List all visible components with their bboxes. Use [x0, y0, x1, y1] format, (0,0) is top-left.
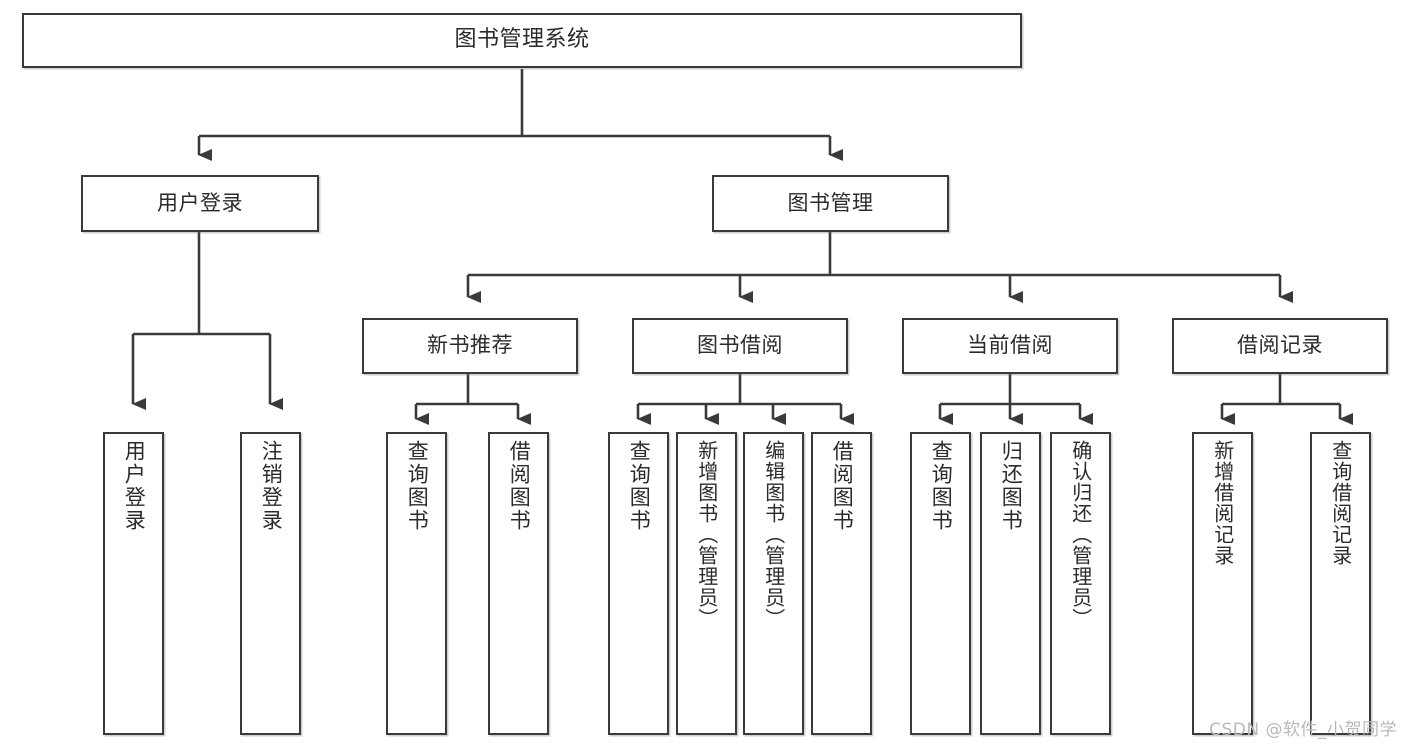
leaf-query-book-recommend[interactable]: 查询图书: [386, 432, 447, 735]
node-label: 归还图书: [999, 440, 1024, 532]
node-label: 查询借阅记录: [1328, 440, 1353, 566]
node-new-book-recommend[interactable]: 新书推荐: [362, 318, 578, 374]
leaf-user-login[interactable]: 用户登录: [103, 432, 164, 735]
leaf-query-book-borrow[interactable]: 查询图书: [608, 432, 669, 735]
csdn-watermark: CSDN @软件_小贺同学: [1209, 720, 1397, 740]
node-label: 确认归还（管理员）: [1068, 440, 1093, 629]
leaf-borrow-book[interactable]: 借阅图书: [811, 432, 872, 735]
leaf-add-borrow-record[interactable]: 新增借阅记录: [1192, 432, 1253, 735]
node-current-borrow[interactable]: 当前借阅: [902, 318, 1118, 374]
node-label: 新增借阅记录: [1210, 440, 1235, 566]
node-book-borrow[interactable]: 图书借阅: [632, 318, 848, 374]
leaf-edit-book-admin[interactable]: 编辑图书（管理员）: [743, 432, 804, 735]
node-label: 查询图书: [627, 440, 652, 532]
node-label: 编辑图书（管理员）: [761, 440, 786, 629]
leaf-return-book[interactable]: 归还图书: [980, 432, 1041, 735]
leaf-logout[interactable]: 注销登录: [240, 432, 301, 735]
node-label: 图书借阅: [697, 333, 783, 358]
node-label: 新书推荐: [427, 333, 513, 358]
leaf-add-book-admin[interactable]: 新增图书（管理员）: [676, 432, 737, 735]
node-borrow-records[interactable]: 借阅记录: [1172, 318, 1388, 374]
node-label: 用户登录: [122, 440, 147, 532]
node-label: 查询图书: [929, 440, 954, 532]
node-label: 借阅图书: [507, 440, 532, 532]
node-label: 用户登录: [157, 190, 243, 215]
node-label: 查询图书: [405, 440, 430, 532]
node-label: 新增图书（管理员）: [694, 440, 719, 629]
leaf-query-borrow-record[interactable]: 查询借阅记录: [1310, 432, 1371, 735]
node-user-login[interactable]: 用户登录: [81, 175, 319, 232]
node-label: 注销登录: [259, 440, 284, 532]
node-book-management[interactable]: 图书管理: [712, 175, 949, 232]
leaf-borrow-book-recommend[interactable]: 借阅图书: [488, 432, 549, 735]
leaf-confirm-return-admin[interactable]: 确认归还（管理员）: [1050, 432, 1111, 735]
node-label: 借阅图书: [830, 440, 855, 532]
node-root-system[interactable]: 图书管理系统: [22, 13, 1022, 68]
node-label: 当前借阅: [967, 333, 1053, 358]
node-label: 图书管理: [787, 190, 874, 215]
node-label: 图书管理系统: [454, 27, 590, 53]
node-label: 借阅记录: [1237, 333, 1323, 358]
leaf-query-book-current[interactable]: 查询图书: [910, 432, 971, 735]
